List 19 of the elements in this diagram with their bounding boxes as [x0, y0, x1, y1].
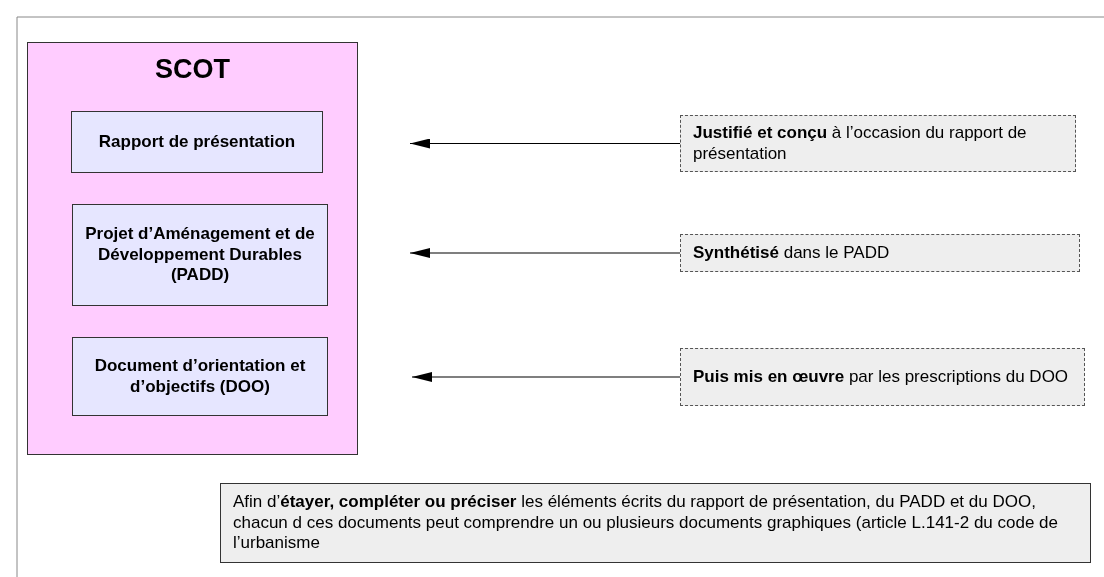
note-box: [680, 115, 1076, 172]
note-box: [680, 234, 1080, 272]
note-text: Justifié et conçu à l’occasion du rapport de présentation: [693, 123, 1028, 164]
section-label: Rapport de présentation: [97, 131, 297, 153]
arrow: [409, 138, 681, 149]
arrow: [411, 372, 681, 382]
section-label: Projet d’Aménagement et de Développement Durables (PADD): [84, 224, 316, 286]
note-text: Synthétisé dans le PADD: [693, 242, 891, 264]
container-box: [27, 42, 358, 455]
section-label: Document d’orientation et d’objectifs (DOO): [93, 356, 307, 397]
note-box: [220, 483, 1091, 563]
note-text: Puis mis en œuvre par les prescriptions du DOO: [693, 366, 1070, 388]
section-box: [72, 204, 328, 306]
section-box: [72, 337, 328, 416]
note-text: Afin d’étayer, compléter ou préciser les éléments écrits du rapport de présentation, du PADD et du DOO, chacun d ces documents peut comprendre un ou plusieurs documents graphiques (article L.141-2 du code de l’urbanisme: [233, 492, 1059, 554]
arrow: [409, 248, 681, 258]
heading: SCOT: [154, 53, 231, 86]
note-box: [680, 348, 1085, 406]
section-box: [71, 111, 323, 173]
